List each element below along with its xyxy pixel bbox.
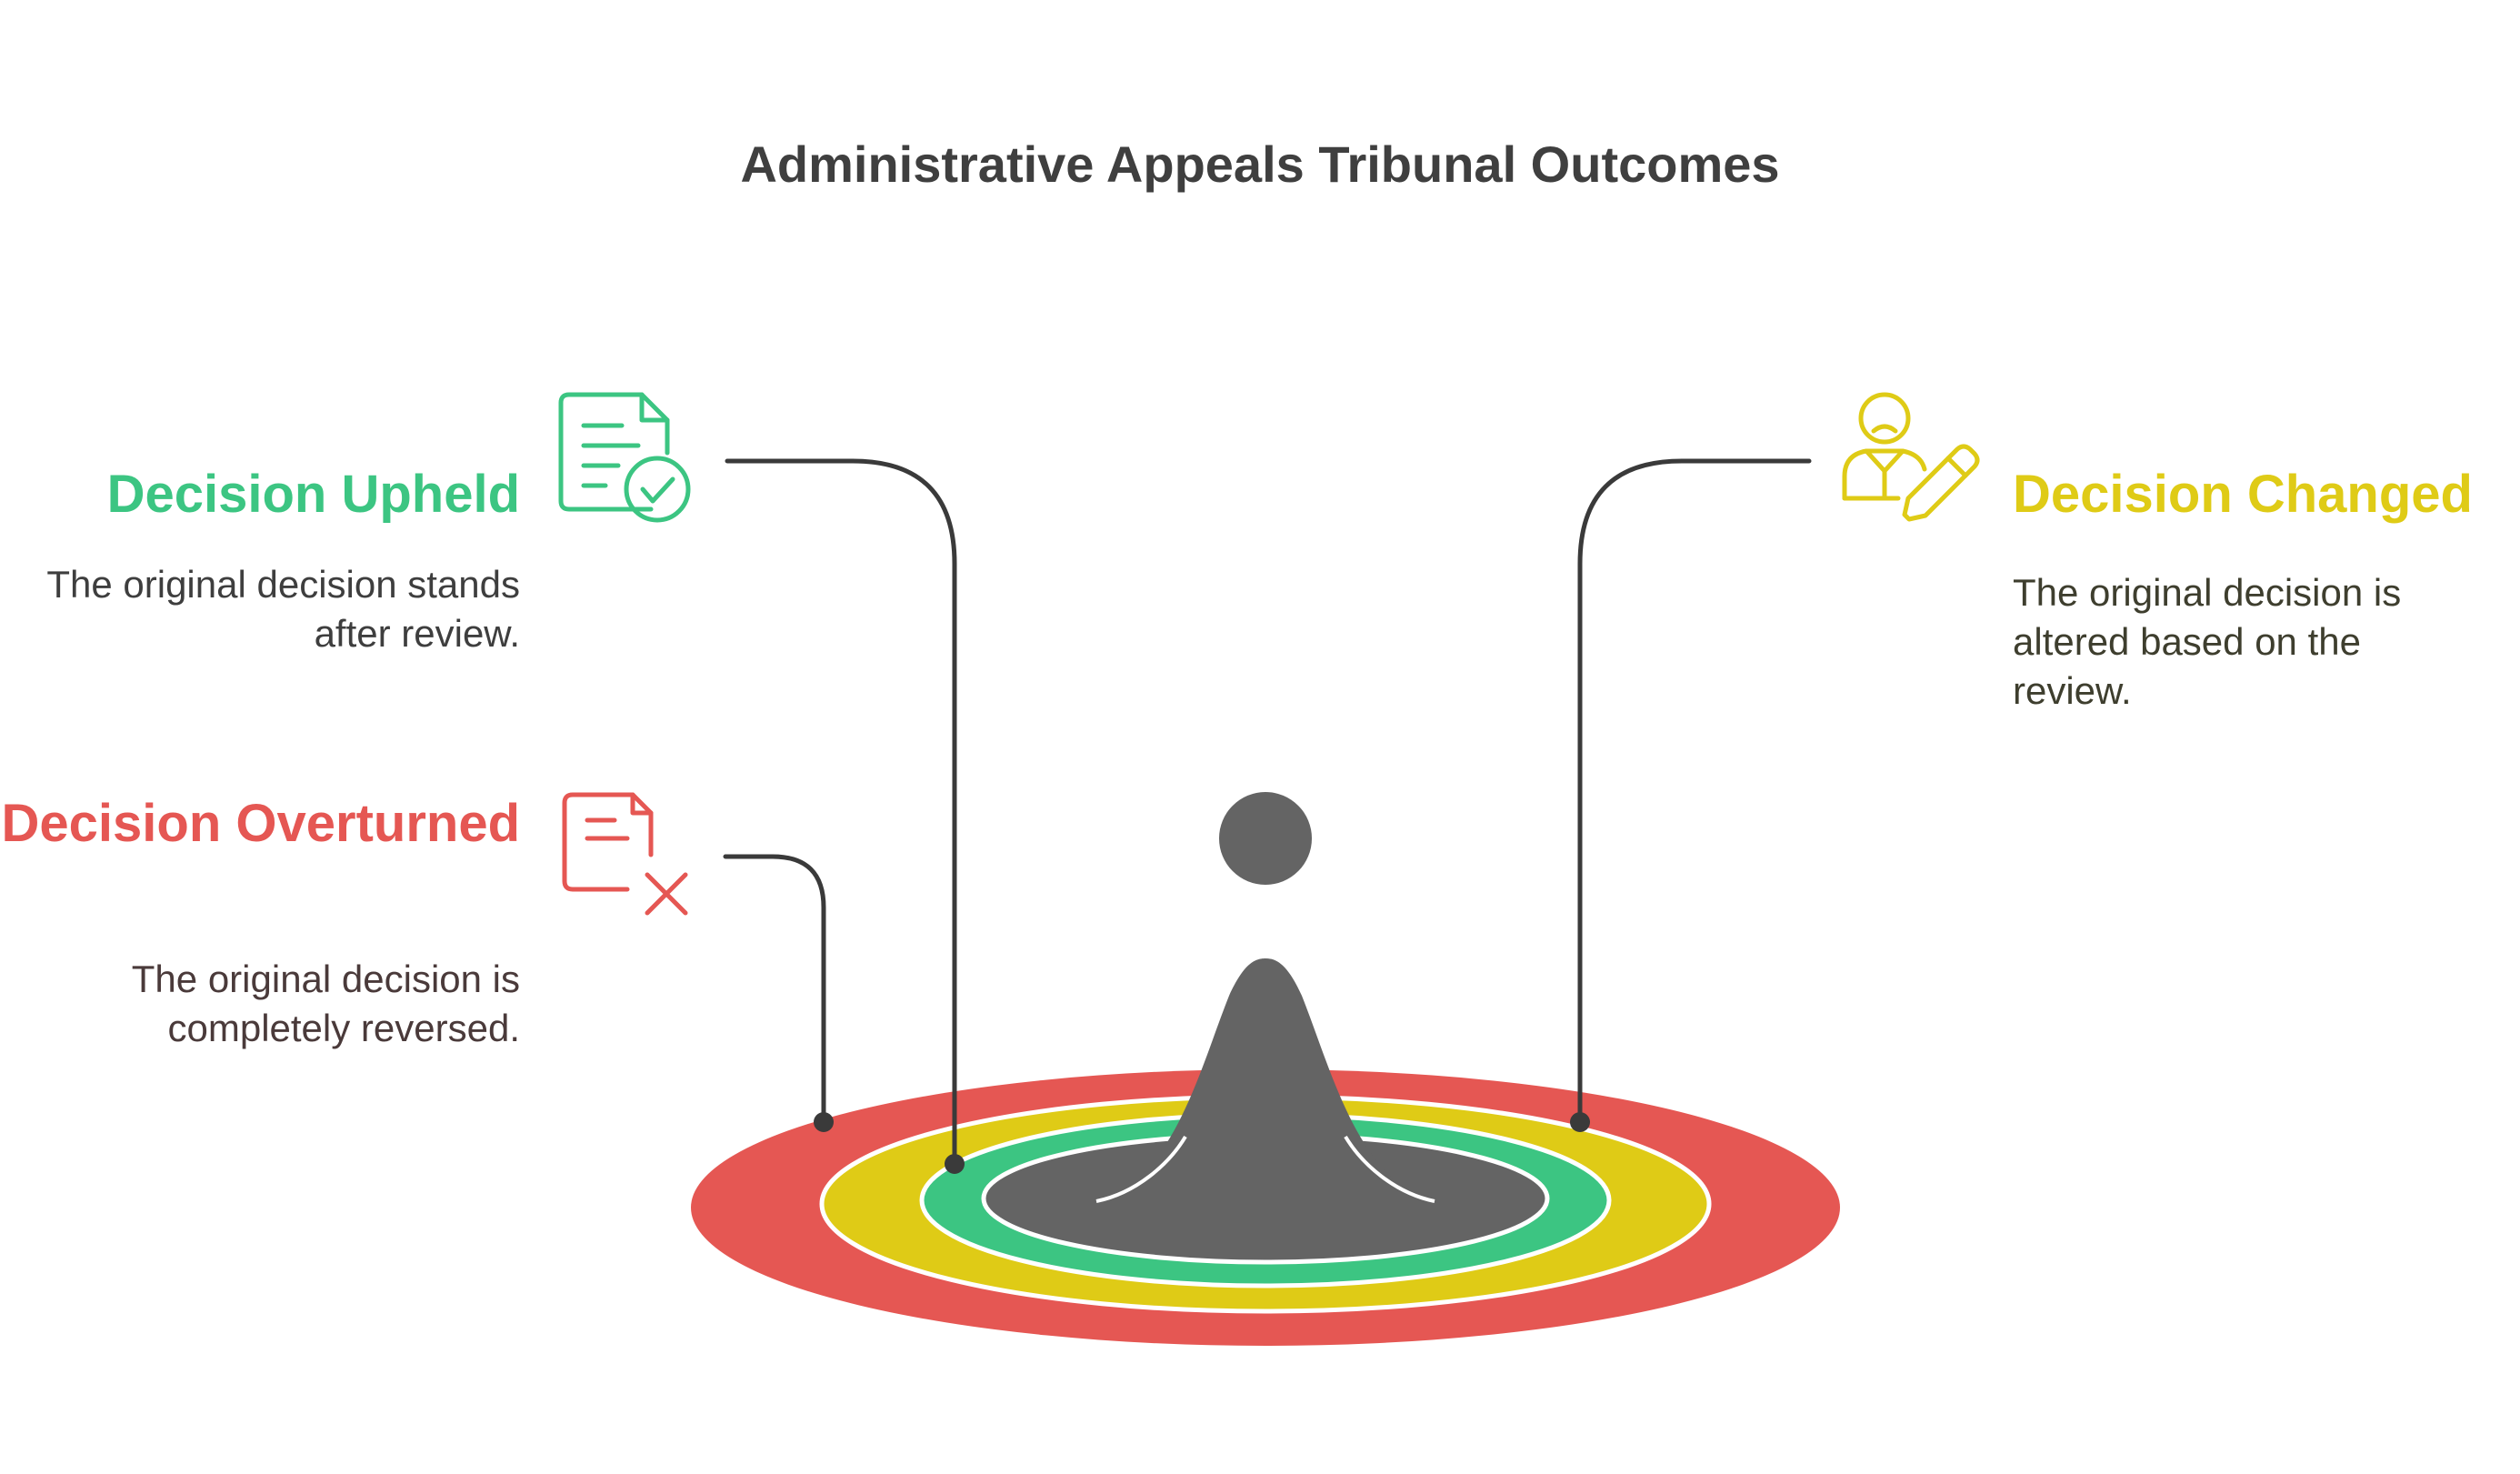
connector-dot-overturned xyxy=(814,1112,834,1132)
changed-description: The original decision is altered based o… xyxy=(2013,571,2402,712)
upheld-description: The original decision stands after revie… xyxy=(46,563,520,655)
page-title: Administrative Appeals Tribunal Outcomes xyxy=(740,135,1780,193)
connectors xyxy=(723,458,1812,1165)
person-pencil-icon xyxy=(1842,392,1980,522)
figure-body-outline-left xyxy=(1095,1135,1187,1203)
figure-head xyxy=(1219,792,1312,885)
connector-overturned xyxy=(723,854,826,1123)
connector-changed xyxy=(1577,458,1812,1123)
document-check-icon xyxy=(558,392,691,523)
connector-upheld xyxy=(725,458,957,1165)
overturned-heading: Decision Overturned xyxy=(1,794,520,853)
figure-body-outline-right xyxy=(1344,1135,1435,1203)
overturned-description: The original decision is completely reve… xyxy=(131,958,520,1049)
figure-body xyxy=(1096,958,1435,1213)
connector-dot-upheld xyxy=(945,1154,965,1174)
document-x-icon xyxy=(562,792,688,916)
connector-dot-changed xyxy=(1570,1112,1590,1132)
changed-heading: Decision Changed xyxy=(2013,465,2473,524)
upheld-heading: Decision Upheld xyxy=(106,465,520,524)
